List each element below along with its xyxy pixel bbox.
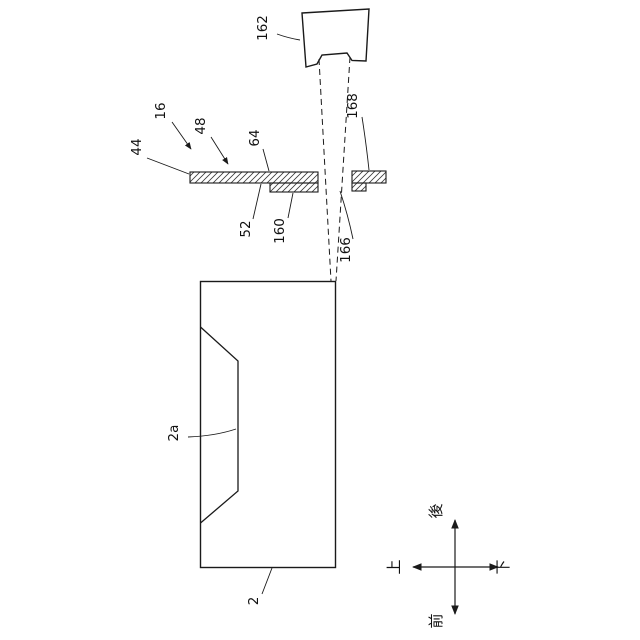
plate-44-48-64 [189, 171, 319, 184]
leader-64 [262, 148, 270, 172]
plate-160 [269, 182, 319, 193]
leader-2 [261, 567, 273, 595]
leader-44 [146, 157, 190, 175]
label-64: 64 [247, 129, 263, 146]
label-48: 48 [193, 117, 209, 134]
axis-label-down: 下 [494, 559, 512, 574]
leader-52 [252, 183, 262, 220]
label-160: 160 [272, 218, 288, 244]
plate-168 [351, 170, 387, 184]
label-166: 166 [338, 237, 354, 263]
window-2a-outline [200, 326, 239, 524]
leader-162 [276, 33, 301, 41]
axis-label-rear: 後 [427, 503, 445, 518]
label-162: 162 [255, 15, 271, 41]
leader-160 [287, 192, 294, 219]
leader-arrow-16 [171, 121, 192, 150]
projector-unit-162 [301, 8, 370, 68]
leader-arrow-48 [210, 136, 229, 165]
axis-label-up: 上 [385, 559, 403, 574]
axis-label-front: 前 [427, 613, 445, 628]
label-168: 168 [345, 93, 361, 119]
label-16: 16 [153, 102, 169, 119]
beam-dashed-line-right [335, 56, 351, 282]
beam-dashed-line-left [318, 58, 332, 282]
main-body-rect [199, 280, 337, 569]
plate-168-lower-stub [351, 182, 367, 192]
label-2a: 2a [166, 425, 182, 442]
leader-2a [187, 428, 237, 438]
orientation-axis: 後 上 下 前 [385, 503, 512, 628]
label-2: 2 [246, 597, 262, 606]
leader-168 [361, 116, 370, 171]
label-44: 44 [129, 138, 145, 155]
label-52: 52 [238, 220, 254, 237]
leader-166 [339, 190, 354, 240]
